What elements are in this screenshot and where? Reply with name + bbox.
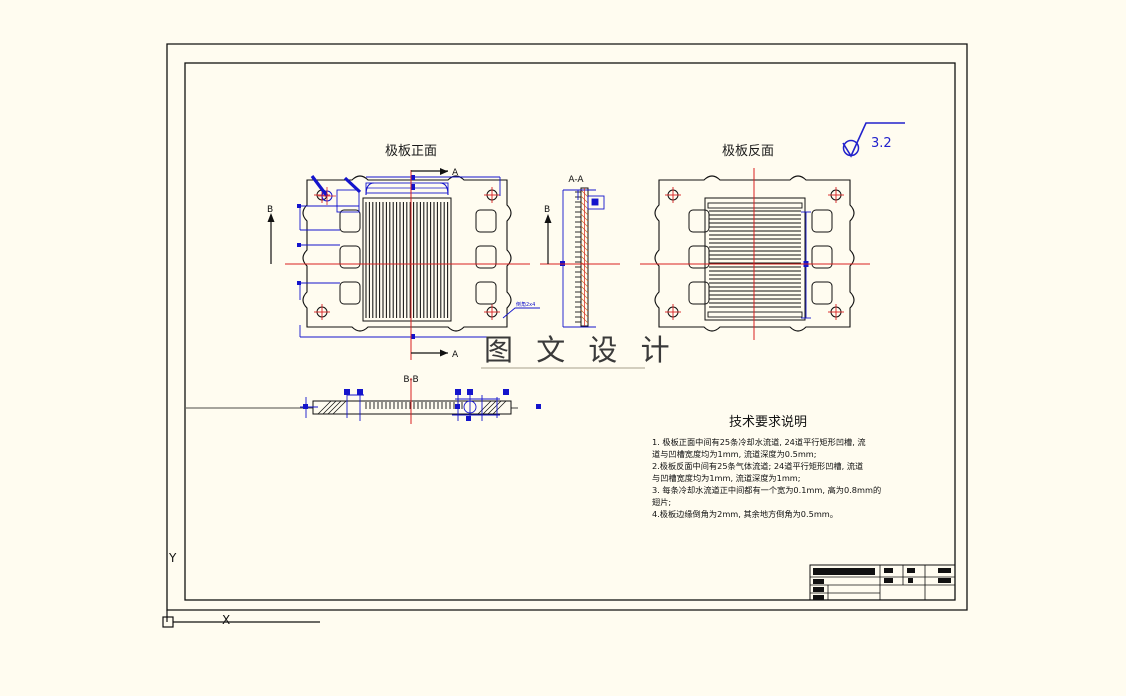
front-view-group: 倒角2x4 A A B xyxy=(267,168,540,360)
back-view-group xyxy=(640,168,870,340)
surface-roughness-symbol xyxy=(842,122,905,158)
y-axis-label: Y xyxy=(168,551,177,565)
back-bolt-hole-tr xyxy=(828,187,844,203)
technical-note-line-1: 1. 极板正面中间有25条冷却水流道, 24道平行矩形凹槽, 流 xyxy=(652,437,866,447)
roughness-circle xyxy=(842,139,860,157)
front-section-a-label-bottom: A xyxy=(452,350,459,360)
x-axis-label: X xyxy=(222,613,230,627)
roughness-value: 3.2 xyxy=(871,136,892,151)
section-aa-group: A-A xyxy=(540,175,620,328)
section-aa-title: A-A xyxy=(568,175,584,185)
back-plate-outline xyxy=(654,175,855,332)
front-section-a-indicators xyxy=(411,168,448,357)
back-top-header xyxy=(707,202,803,209)
sheet-frame xyxy=(162,43,968,628)
technical-notes-title: 技术要求说明 xyxy=(729,415,807,430)
back-left-manifold-slots xyxy=(688,209,710,305)
section-bb-detail-circle xyxy=(463,400,477,414)
section-aa-teeth xyxy=(575,191,581,323)
sheet-frame-inner xyxy=(184,62,956,601)
back-bolt-holes xyxy=(665,187,844,320)
technical-notes-body: 1. 极板正面中间有25条冷却水流道, 24道平行矩形凹槽, 流 道与凹槽宽度均… xyxy=(652,437,881,519)
front-active-area-border xyxy=(362,197,452,322)
front-chamfer-note: 倒角2x4 xyxy=(516,301,535,308)
bolt-hole-br xyxy=(484,304,500,320)
title-block-redacted-fields xyxy=(813,568,951,600)
technical-note-line-5: 3. 每条冷却水流道正中间都有一个宽为0.1mm, 高为0.8mm的 xyxy=(652,485,881,495)
bolt-hole-bl xyxy=(314,304,330,320)
front-chamfer-leader xyxy=(502,307,540,319)
bolt-hole-tr xyxy=(484,187,500,203)
technical-note-line-2: 道与凹槽宽度均为1mm, 流道深度为0.5mm; xyxy=(652,449,817,459)
title-block xyxy=(809,564,956,601)
section-bb-group: B-B xyxy=(186,375,541,424)
technical-note-line-4: 与凹槽宽度均为1mm, 流道深度为1mm; xyxy=(652,473,801,483)
front-section-a-label-top: A xyxy=(452,168,459,178)
front-section-b-indicator xyxy=(267,213,275,264)
front-left-manifold-slots xyxy=(339,209,361,305)
front-cooling-channels xyxy=(365,202,449,318)
section-bb-hatch-left xyxy=(317,400,347,415)
front-view-title: 极板正面 xyxy=(385,144,437,159)
sheet-frame-outer xyxy=(166,43,968,611)
roughness-check-path xyxy=(842,122,905,158)
back-bolt-hole-tl xyxy=(665,187,681,203)
back-view-title: 极板反面 xyxy=(722,144,774,159)
back-gas-channels xyxy=(709,210,801,308)
back-active-area-border xyxy=(704,197,806,321)
title-block-border xyxy=(809,564,956,601)
back-bolt-hole-bl xyxy=(665,304,681,320)
section-aa-b-indicator xyxy=(544,214,552,264)
front-plate-outline xyxy=(302,175,512,332)
back-bolt-hole-br xyxy=(828,304,844,320)
technical-note-line-6: 翅片; xyxy=(652,497,671,507)
section-aa-dimensions xyxy=(562,189,605,328)
section-bb-slab xyxy=(312,400,512,415)
front-leader-annotations xyxy=(297,175,510,339)
front-right-manifold-slots xyxy=(475,209,497,305)
watermark-text: 图 文 设 计 xyxy=(484,333,677,367)
front-section-b-label: B xyxy=(267,205,273,215)
technical-note-line-3: 2.极板反面中间有25条气体流道; 24道平行矩形凹槽, 流道 xyxy=(652,461,863,471)
section-aa-b-label: B xyxy=(544,205,550,215)
section-bb-teeth xyxy=(365,402,463,409)
section-bb-dim-nodes xyxy=(303,389,541,421)
front-inlet-arcs xyxy=(365,182,449,196)
back-right-manifold-slots xyxy=(811,209,833,305)
technical-note-line-7: 4.极板边缘倒角为2mm, 其余地方倒角为0.5mm。 xyxy=(652,509,838,519)
back-bottom-header xyxy=(707,311,803,318)
section-bb-hatch-right xyxy=(477,400,507,415)
